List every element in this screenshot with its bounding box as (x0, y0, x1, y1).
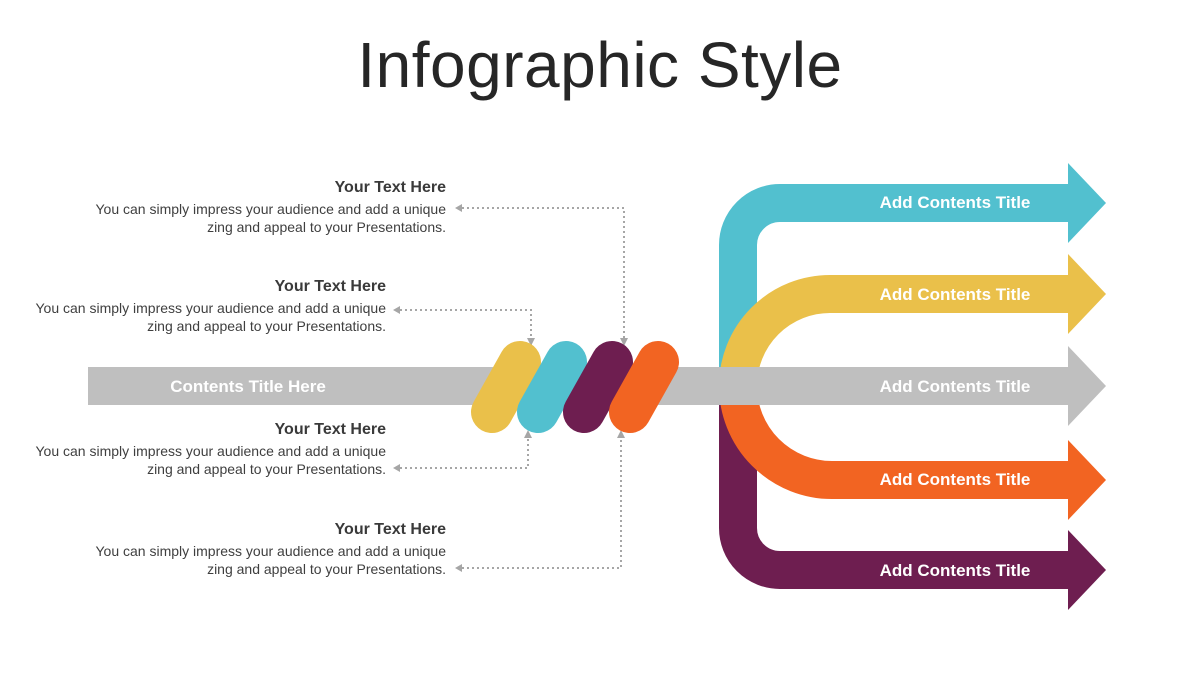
connector-1-tip (620, 338, 628, 346)
arrowhead-purple (1068, 530, 1106, 610)
connector-4-tip (617, 430, 625, 438)
text-block-heading: Your Text Here (334, 179, 446, 196)
text-block-heading: Your Text Here (274, 278, 386, 295)
text-block-body: You can simply impress your audience and… (95, 543, 447, 577)
connector-2-tip (527, 338, 535, 346)
arrow-label-teal: Add Contents Title (879, 193, 1031, 212)
connector-3-tip (524, 430, 532, 438)
connector-1 (462, 207, 625, 345)
arrow-label-gray: Add Contents Title (879, 377, 1031, 396)
arrowhead-teal (1068, 163, 1106, 243)
slide-title: Infographic Style (357, 29, 843, 101)
text-block-4: Your Text Here You can simply impress yo… (86, 520, 447, 578)
branch-band-teal (719, 184, 1070, 386)
text-block-heading: Your Text Here (334, 521, 446, 538)
pill-teal (517, 341, 587, 433)
arrowhead-gray (1068, 346, 1106, 426)
arrow-label-orange: Add Contents Title (879, 470, 1031, 489)
branch-band-yellow (719, 275, 1070, 387)
arrow-label-yellow: Add Contents Title (879, 285, 1031, 304)
arrowhead-yellow (1068, 254, 1106, 334)
text-block-3: Your Text Here You can simply impress yo… (26, 420, 387, 478)
arrow-label-purple: Add Contents Title (879, 561, 1031, 580)
connector-4-head (455, 564, 462, 572)
connector-4 (462, 432, 622, 569)
text-block-2: Your Text Here You can simply impress yo… (26, 277, 387, 335)
branch-band-orange (719, 385, 1070, 499)
text-block-heading: Your Text Here (274, 421, 386, 438)
connector-2-head (393, 306, 400, 314)
text-block-body: You can simply impress your audience and… (35, 443, 387, 477)
text-block-body: You can simply impress your audience and… (35, 300, 387, 334)
text-block-body: You can simply impress your audience and… (95, 201, 447, 235)
connector-arrowheads (393, 204, 628, 572)
dotted-connectors (400, 207, 625, 569)
branch-band-purple (719, 386, 1070, 589)
pill-plum (563, 341, 633, 433)
main-bar-label: Contents Title Here (170, 377, 326, 396)
arrowhead-orange (1068, 440, 1106, 520)
connector-1-head (455, 204, 462, 212)
connector-2 (400, 309, 532, 345)
connector-3-head (393, 464, 400, 472)
connector-3 (400, 432, 529, 469)
pill-yellow (471, 341, 541, 433)
text-block-1: Your Text Here You can simply impress yo… (86, 178, 447, 236)
pill-orange (609, 341, 679, 433)
